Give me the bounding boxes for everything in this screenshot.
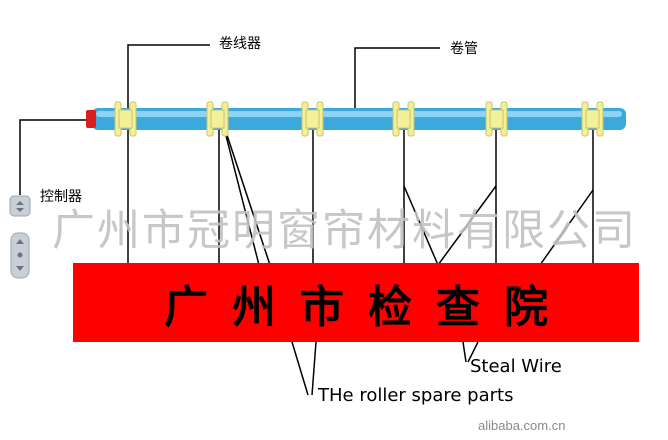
red-banner: 广州市检查院 xyxy=(73,263,639,342)
steel-wire-label: Steal Wire xyxy=(470,356,562,377)
roller-pointer xyxy=(291,341,309,396)
ring xyxy=(210,109,225,129)
winder-callout xyxy=(127,44,210,265)
pointer-line xyxy=(221,119,271,266)
roller-parts-label: THe roller spare parts xyxy=(318,385,514,406)
banner-text: 广州市检查院 xyxy=(164,281,572,333)
pointer-line xyxy=(403,185,439,266)
ring xyxy=(118,109,133,129)
ring xyxy=(396,109,411,129)
roller-pointer xyxy=(311,341,317,396)
callout-lines xyxy=(19,44,594,396)
steel-pointer xyxy=(462,341,467,363)
pointer-line xyxy=(221,119,260,266)
remote-control-icon xyxy=(10,232,30,279)
pointer-line xyxy=(539,189,594,266)
roller-rings xyxy=(114,101,604,137)
roller-tube xyxy=(86,108,626,130)
company-watermark: 广州市冠明窗帘材料有限公司 xyxy=(52,206,637,256)
steel-pointer xyxy=(467,341,479,363)
pointer-line xyxy=(437,185,497,266)
controller-label: 控制器 xyxy=(40,189,82,205)
tube-label: 卷管 xyxy=(450,41,478,57)
tube-highlight xyxy=(96,111,622,117)
site-watermark: alibaba.com.cn xyxy=(478,418,566,433)
tube-callout xyxy=(354,47,440,112)
ring xyxy=(489,109,504,129)
winder-label: 卷线器 xyxy=(219,36,261,52)
tube-end-cap xyxy=(86,110,96,128)
remote-control-icon xyxy=(9,195,31,217)
controller-callout xyxy=(19,119,86,195)
ring xyxy=(305,109,320,129)
ring xyxy=(585,109,600,129)
